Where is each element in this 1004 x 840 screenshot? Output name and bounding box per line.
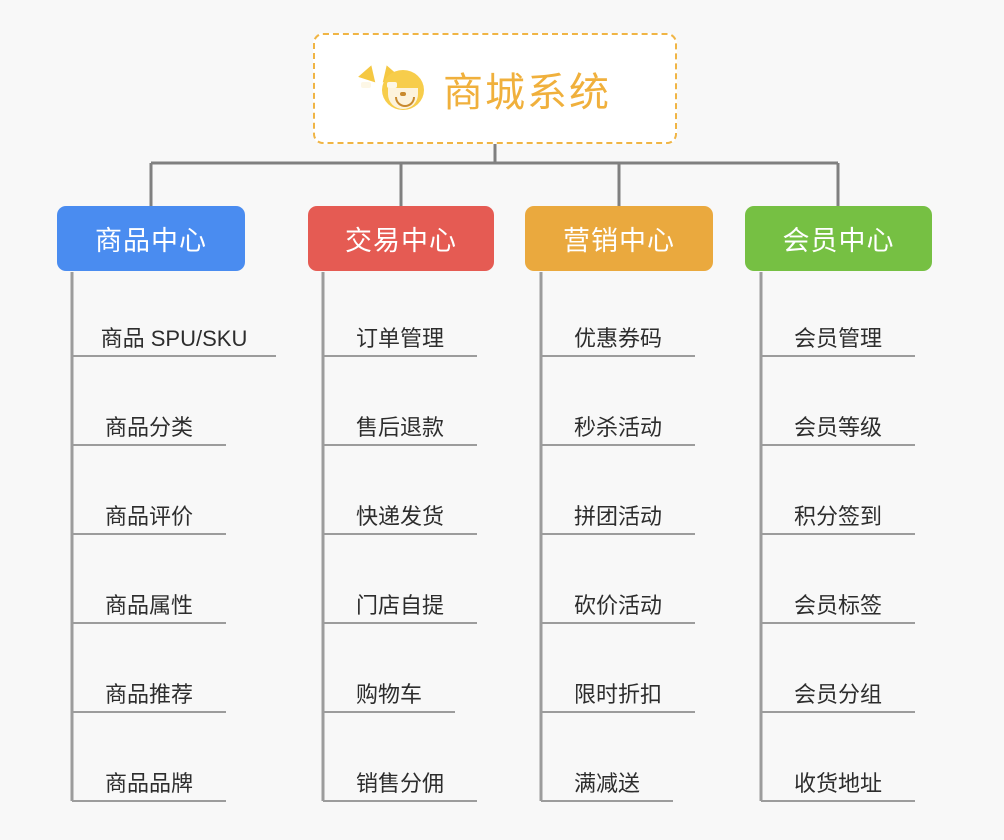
leaf-label: 商品推荐 — [104, 681, 193, 707]
leaf-item[interactable]: 积分签到 — [761, 489, 915, 535]
leaf-item[interactable]: 秒杀活动 — [541, 400, 695, 446]
leaf-item[interactable]: 满减送 — [541, 756, 673, 802]
leaf-item[interactable]: 门店自提 — [323, 578, 477, 624]
category-box-3[interactable]: 营销中心 — [525, 206, 713, 271]
leaf-item[interactable]: 会员标签 — [761, 578, 915, 624]
leaf-item[interactable]: 商品评价 — [72, 489, 226, 535]
leaf-item[interactable]: 会员等级 — [761, 400, 915, 446]
shiba-dog-icon — [358, 62, 429, 114]
leaf-label: 快递发货 — [355, 503, 444, 529]
leaf-label: 限时折扣 — [573, 681, 662, 707]
category-label: 商品中心 — [95, 226, 207, 256]
leaf-item[interactable]: 订单管理 — [323, 311, 477, 357]
leaf-label: 商品分类 — [104, 414, 193, 440]
leaf-label: 会员分组 — [793, 681, 882, 707]
leaf-item[interactable]: 限时折扣 — [541, 667, 695, 713]
leaf-label: 拼团活动 — [573, 503, 662, 529]
leaf-label: 优惠券码 — [573, 325, 662, 351]
root-title: 商城系统 — [443, 70, 611, 115]
leaf-label: 购物车 — [355, 681, 422, 707]
category-label: 会员中心 — [782, 226, 895, 256]
leaf-item[interactable]: 会员分组 — [761, 667, 915, 713]
leaf-label: 会员标签 — [793, 592, 882, 618]
leaf-item[interactable]: 拼团活动 — [541, 489, 695, 535]
leaf-label: 会员管理 — [793, 325, 882, 351]
leaf-item[interactable]: 会员管理 — [761, 311, 915, 357]
leaf-item[interactable]: 商品推荐 — [72, 667, 226, 713]
leaf-label: 门店自提 — [355, 592, 444, 618]
leaf-label: 会员等级 — [793, 414, 882, 440]
leaf-label: 秒杀活动 — [573, 414, 662, 440]
leaf-label: 商品属性 — [104, 592, 193, 618]
leaf-label: 满减送 — [573, 770, 640, 796]
leaf-label: 收货地址 — [793, 770, 882, 796]
leaf-item[interactable]: 快递发货 — [323, 489, 477, 535]
leaf-item[interactable]: 收货地址 — [761, 756, 915, 802]
leaf-item[interactable]: 商品分类 — [72, 400, 226, 446]
category-label: 营销中心 — [563, 226, 675, 256]
category-box-2[interactable]: 交易中心 — [308, 206, 494, 271]
leaf-label: 销售分佣 — [355, 770, 444, 796]
leaf-label: 砍价活动 — [573, 592, 662, 618]
category-label: 交易中心 — [345, 226, 457, 256]
leaf-label: 商品评价 — [104, 503, 193, 529]
leaf-item[interactable]: 优惠券码 — [541, 311, 695, 357]
leaf-label: 积分签到 — [793, 503, 882, 529]
leaf-item[interactable]: 商品 SPU/SKU — [72, 311, 276, 357]
leaf-label: 商品 SPU/SKU — [100, 325, 248, 351]
root-node[interactable]: 商城系统 — [313, 33, 677, 144]
category-box-1[interactable]: 商品中心 — [57, 206, 245, 271]
leaf-item[interactable]: 商品属性 — [72, 578, 226, 624]
leaf-label: 售后退款 — [355, 414, 444, 440]
leaf-item[interactable]: 商品品牌 — [72, 756, 226, 802]
leaf-item[interactable]: 售后退款 — [323, 400, 477, 446]
leaf-item[interactable]: 购物车 — [323, 667, 455, 713]
leaf-item[interactable]: 砍价活动 — [541, 578, 695, 624]
leaf-item[interactable]: 销售分佣 — [323, 756, 477, 802]
leaf-label: 订单管理 — [355, 325, 444, 351]
leaf-label: 商品品牌 — [104, 770, 193, 796]
category-box-4[interactable]: 会员中心 — [745, 206, 932, 271]
